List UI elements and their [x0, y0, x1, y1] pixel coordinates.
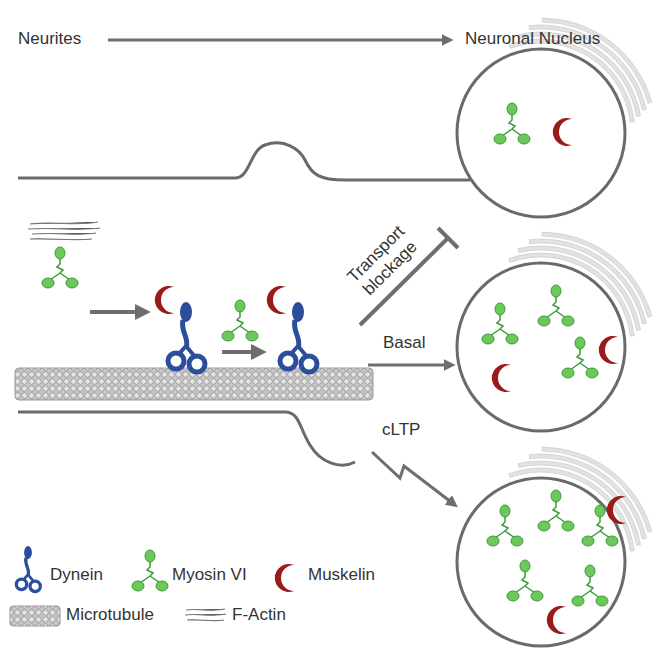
nucleus-outline — [457, 49, 625, 217]
myosin-vi — [572, 565, 608, 606]
blockage-bar — [438, 228, 458, 248]
neurite-outline — [18, 143, 470, 180]
transport-arrow — [222, 350, 262, 354]
nucleus — [457, 447, 652, 646]
myosin-vi — [507, 560, 543, 601]
axis-label: Neuronal Nucleus — [465, 29, 600, 49]
muskelin — [547, 606, 566, 634]
nucleus — [457, 232, 652, 431]
cltp-arrow — [372, 452, 455, 505]
condition-label: Transport blockage — [337, 215, 428, 306]
direction-arrow — [108, 39, 450, 42]
condition-label: cLTP — [382, 420, 420, 440]
legend-label: Microtubule — [66, 605, 154, 625]
muskelin — [492, 364, 511, 392]
legend-label: Dynein — [50, 565, 103, 585]
myosin-vi — [482, 303, 518, 344]
myosin-vi — [222, 300, 258, 341]
nucleus-outline — [457, 263, 625, 431]
myosin-vi — [562, 337, 598, 378]
legend-dynein-icon — [16, 546, 40, 592]
myosin-vi — [42, 247, 78, 288]
muskelin — [267, 286, 286, 314]
legend-myosin-icon — [132, 550, 168, 591]
transport-arrow — [90, 310, 146, 314]
legend-muskelin-icon — [275, 564, 294, 592]
nucleus-outline — [457, 478, 625, 646]
neurite-outline — [18, 412, 355, 465]
muskelin — [607, 496, 626, 524]
muskelin — [553, 118, 572, 146]
f-actin — [28, 222, 100, 240]
myosin-vi — [487, 505, 523, 546]
condition-label: Basal — [383, 333, 426, 353]
myosin-vi — [538, 285, 574, 326]
legend-label: Myosin VI — [172, 565, 247, 585]
nucleus — [457, 18, 652, 217]
legend-microtubule-icon — [10, 606, 60, 626]
muskelin — [155, 286, 174, 314]
legend-label: Muskelin — [308, 565, 375, 585]
myosin-vi — [538, 490, 574, 531]
dynein — [168, 302, 205, 372]
legend-label: F-Actin — [232, 605, 286, 625]
legend-f-actin-icon — [185, 609, 226, 621]
myosin-vi — [494, 103, 530, 144]
axis-label: Neurites — [18, 29, 81, 49]
basal-arrow — [368, 364, 452, 367]
dynein — [280, 302, 317, 372]
muskelin — [599, 336, 618, 364]
